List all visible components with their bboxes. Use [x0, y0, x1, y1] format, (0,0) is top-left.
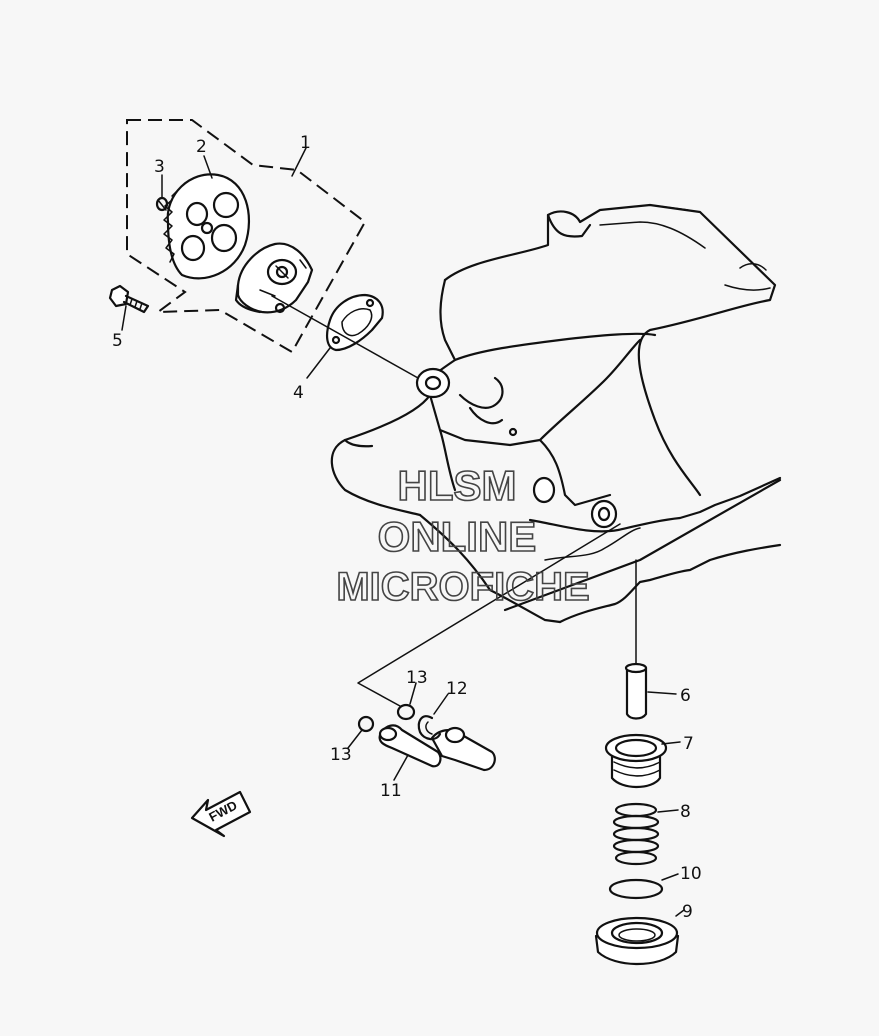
leader-12: [433, 693, 449, 715]
mounting-bolt: [108, 284, 150, 314]
leader-11: [393, 754, 409, 781]
assembly-1-outline: [126, 119, 367, 354]
watermark-line-3: MICROFICHE: [336, 565, 589, 609]
callout-13-upper: 13: [406, 668, 428, 688]
callout-2: 2: [196, 137, 207, 157]
leader-6: [647, 691, 677, 695]
drain-collar: [624, 662, 648, 720]
callout-10: 10: [680, 864, 702, 884]
callout-1: 1: [300, 133, 311, 153]
leader-13a: [409, 682, 417, 705]
drain-plug: [594, 916, 680, 966]
pipe-assembly-guide: [357, 523, 621, 707]
drain-plug-cap: [604, 733, 668, 789]
pump-gasket: [325, 293, 384, 352]
callout-6: 6: [680, 686, 691, 706]
leader-10: [661, 873, 679, 881]
leader-5: [121, 305, 127, 331]
callout-5: 5: [112, 331, 123, 351]
assembly-center-mark: [275, 265, 289, 279]
callout-8: 8: [680, 802, 691, 822]
watermark-line-2: ONLINE: [378, 513, 537, 560]
callout-3: 3: [154, 157, 165, 177]
watermark: HLSM ONLINE MICROFICHE: [336, 461, 591, 610]
crankcase: [330, 203, 782, 624]
leader-13b: [347, 729, 363, 749]
oil-pump-gear: [163, 173, 250, 280]
callout-9: 9: [682, 902, 693, 922]
strainer-clip: [417, 715, 442, 741]
leader-4: [306, 347, 331, 379]
leader-2: [203, 155, 213, 179]
relief-spring: [612, 802, 660, 866]
leader-1: [291, 147, 307, 177]
circlip: [155, 196, 169, 212]
leader-8: [657, 809, 679, 813]
callout-7: 7: [683, 734, 694, 754]
forward-direction-arrow: FWD: [190, 790, 252, 838]
callout-4: 4: [293, 383, 304, 403]
watermark-line-1: HLSM: [398, 462, 517, 509]
leader-7: [661, 741, 681, 745]
o-ring-upper: [396, 703, 416, 721]
leader-9: [675, 909, 685, 917]
callout-13-lower: 13: [330, 745, 352, 765]
callout-11: 11: [380, 781, 402, 801]
drain-o-ring: [608, 878, 664, 900]
oil-strainer-pipe: [378, 724, 496, 772]
oil-pump-body: [234, 242, 314, 314]
o-ring-lower: [357, 715, 375, 733]
callout-12: 12: [446, 679, 468, 699]
assembly-centerline: [271, 295, 419, 379]
